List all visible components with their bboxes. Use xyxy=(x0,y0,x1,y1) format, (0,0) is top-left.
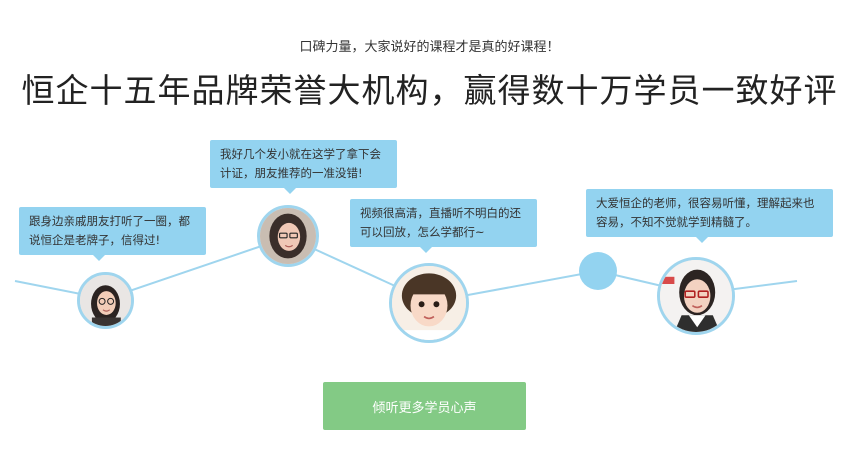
testimonial-bubble-3: 视频很高清，直播听不明白的还可以回放，怎么学都行~ xyxy=(350,199,537,253)
more-testimonials-button[interactable]: 倾听更多学员心声 xyxy=(323,382,526,430)
testimonial-text: 视频很高清，直播听不明白的还可以回放，怎么学都行~ xyxy=(360,206,521,239)
timeline-dot xyxy=(579,252,617,290)
avatar-student-3 xyxy=(389,263,469,343)
testimonial-bubble-2: 我好几个发小就在这学了拿下会计证，朋友推荐的一准没错! xyxy=(210,140,397,194)
testimonial-bubble-1: 跟身边亲戚朋友打听了一圈，都说恒企是老牌子，信得过! xyxy=(19,207,206,261)
avatar-student-2 xyxy=(257,205,319,267)
student-photo-icon xyxy=(260,208,316,264)
student-photo-icon xyxy=(660,260,732,332)
avatar-student-4 xyxy=(657,257,735,335)
testimonial-text: 大爱恒企的老师，很容易听懂，理解起来也容易，不知不觉就学到精髓了。 xyxy=(596,196,815,229)
testimonial-text: 跟身边亲戚朋友打听了一圈，都说恒企是老牌子，信得过! xyxy=(29,214,190,247)
avatar-student-1 xyxy=(77,272,134,329)
testimonial-text: 我好几个发小就在这学了拿下会计证，朋友推荐的一准没错! xyxy=(220,147,381,180)
testimonial-bubble-4: 大爱恒企的老师，很容易听懂，理解起来也容易，不知不觉就学到精髓了。 xyxy=(586,189,833,243)
student-photo-icon xyxy=(80,275,131,326)
student-photo-icon xyxy=(392,266,466,340)
section-subtitle: 口碑力量，大家说好的课程才是真的好课程！ xyxy=(299,40,560,55)
page-title: 恒企十五年品牌荣誉大机构，赢得数十万学员一致好评 xyxy=(21,71,838,110)
